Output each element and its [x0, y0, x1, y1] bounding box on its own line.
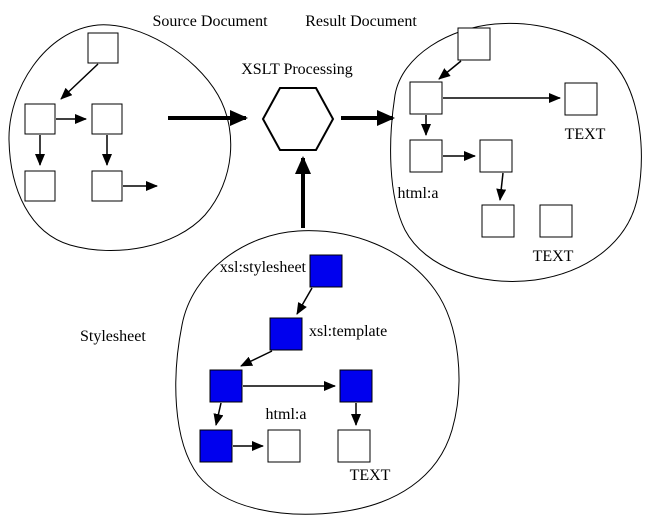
- source-node-mid: [91, 103, 123, 135]
- xslt-processor-hexagon: [261, 87, 335, 151]
- result-label-text-right: TEXT: [565, 126, 606, 143]
- stylesheet-node-xsl-stylesheet: [309, 254, 343, 288]
- result-node-mid-right: [479, 139, 513, 173]
- stylesheet-node-text: [337, 429, 371, 463]
- result-node-root: [457, 27, 491, 61]
- stylesheet-group: xsl:stylesheet xsl:template html:a TEXT: [175, 230, 460, 515]
- stylesheet-node-left: [209, 369, 243, 403]
- stylesheet-outline: [175, 230, 460, 515]
- source-arrow-root-to-left: [60, 63, 99, 100]
- xslt-processing-title: XSLT Processing: [241, 61, 353, 78]
- stylesheet-node-html-a: [267, 429, 301, 463]
- stylesheet-arrow-left-to-bottom: [213, 402, 224, 426]
- result-document-title: Result Document: [305, 13, 417, 30]
- stylesheet-label-html-a: html:a: [266, 406, 307, 423]
- source-document-outline: [8, 24, 232, 251]
- stylesheet-node-right: [339, 369, 373, 403]
- stylesheet-label-xsl-template: xsl:template: [309, 323, 387, 340]
- result-label-text-bottom: TEXT: [533, 248, 574, 265]
- result-document-group: html:a TEXT TEXT: [390, 22, 642, 282]
- source-node-root: [87, 32, 119, 64]
- result-node-left: [409, 81, 443, 115]
- stylesheet-label-xsl-stylesheet: xsl:stylesheet: [220, 259, 307, 276]
- stylesheet-node-bottom: [199, 429, 233, 463]
- result-node-text-right: [564, 82, 598, 116]
- source-node-bottom-mid: [91, 170, 123, 202]
- stylesheet-arrow-template-to-left: [240, 350, 273, 367]
- result-arrow-root-to-left: [438, 60, 462, 80]
- result-document-outline: [390, 22, 642, 282]
- result-node-text-bottom: [539, 204, 573, 238]
- source-document-title: Source Document: [152, 13, 268, 30]
- stylesheet-node-xsl-template: [269, 317, 303, 351]
- result-node-html-a: [409, 139, 443, 173]
- stylesheet-arrow-root-to-template: [296, 287, 313, 315]
- source-node-left: [24, 103, 56, 135]
- result-arrow-mid-to-bottom: [496, 172, 507, 201]
- source-document-group: [8, 24, 232, 251]
- result-node-bottom-left: [481, 204, 515, 238]
- result-label-html-a: html:a: [398, 185, 439, 202]
- source-node-bottom-left: [24, 170, 56, 202]
- stylesheet-label-text: TEXT: [350, 467, 391, 484]
- stylesheet-title: Stylesheet: [80, 328, 146, 345]
